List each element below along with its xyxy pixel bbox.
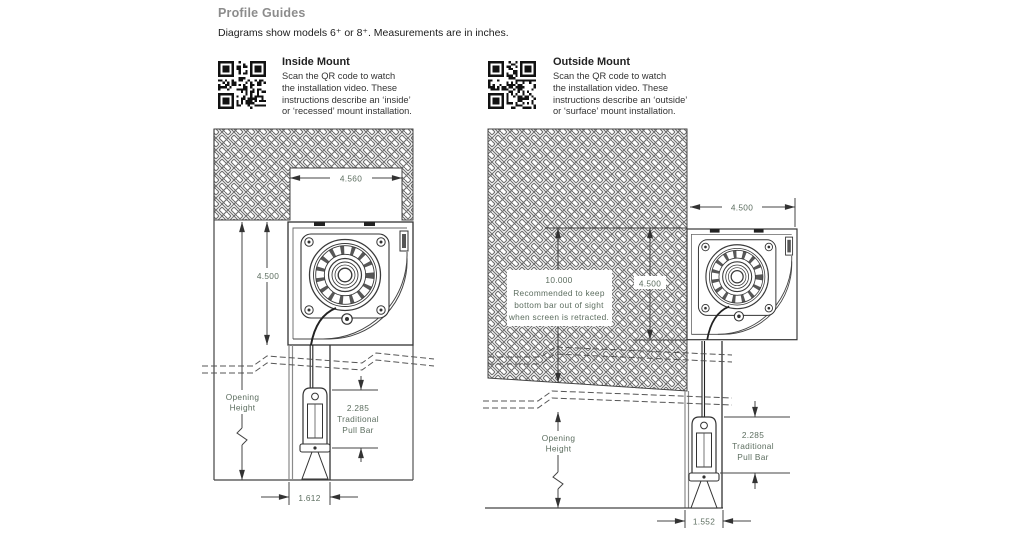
inside-mount-heading: Inside Mount <box>282 56 350 68</box>
housing-height-value: 4.500 <box>257 271 279 281</box>
dim-opening-height: Opening Height <box>218 221 267 481</box>
screen-fabric <box>701 341 706 418</box>
housing-height-value: 4.500 <box>639 279 661 289</box>
dim-recess-width: 4.560 <box>289 171 403 185</box>
dim-pull-bar: 2.285 Traditional Pull Bar <box>720 401 790 489</box>
track-width-value: 1.612 <box>298 493 320 503</box>
dim-track-width: 1.612 <box>261 482 358 505</box>
dim-housing-height: 4.500 <box>634 227 666 341</box>
pull-bar-label: Pull Bar <box>342 425 373 435</box>
pull-bar-size: 2.285 <box>347 403 369 413</box>
pull-bar-size: 2.285 <box>742 430 764 440</box>
clearance-note: when screen is retracted. <box>508 312 609 322</box>
opening-height-label: Opening <box>542 433 576 443</box>
inside-mount-instructions: Scan the QR code to watch the installati… <box>282 71 412 117</box>
outside-mount-diagram: 4.500 10.000 Recommended to keep bottom … <box>483 128 797 528</box>
dim-clearance: 10.000 Recommended to keep bottom bar ou… <box>507 227 612 384</box>
outside-mount-instructions: Scan the QR code to watch the installati… <box>553 71 688 117</box>
dim-housing-height: 4.500 <box>250 221 285 346</box>
wall-hatch <box>213 128 414 221</box>
break-symbol <box>236 427 248 446</box>
pull-bar-label: Traditional <box>732 441 774 451</box>
screen-fabric <box>309 345 314 390</box>
housing-width-value: 4.500 <box>731 203 753 213</box>
clearance-note: bottom bar out of sight <box>514 300 604 310</box>
clearance-value: 10.000 <box>545 275 572 285</box>
wall-face-line <box>684 391 690 508</box>
opening-height-label: Opening <box>226 392 260 402</box>
opening-height-label: Height <box>230 403 256 413</box>
outside-mount-heading: Outside Mount <box>553 56 630 68</box>
qr-code <box>488 61 536 109</box>
clearance-note-box <box>507 270 612 326</box>
dim-pull-bar: 2.285 Traditional Pull Bar <box>332 376 379 462</box>
dim-housing-width: 4.500 <box>689 198 796 227</box>
page-subtitle: Diagrams show models 6⁺ or 8⁺. Measureme… <box>218 27 509 39</box>
dim-track-width: 1.552 <box>657 510 751 528</box>
pull-bar-label: Pull Bar <box>737 452 768 462</box>
qr-code <box>218 61 266 109</box>
inside-mount-diagram: 4.560 4.500 Opening Height 2.2 <box>202 128 435 505</box>
recess-width-value: 4.560 <box>340 174 362 184</box>
break-symbol <box>552 471 564 490</box>
track-width-value: 1.552 <box>693 517 715 527</box>
page-title: Profile Guides <box>218 6 306 20</box>
pull-bar-label: Traditional <box>337 414 379 424</box>
wall-break-lines <box>202 352 435 374</box>
side-track <box>288 345 294 480</box>
clearance-note: Recommended to keep <box>513 288 605 298</box>
dim-opening-height: Opening Height <box>534 411 583 509</box>
opening-height-label: Height <box>546 444 572 454</box>
wall-break-lines <box>483 346 733 409</box>
